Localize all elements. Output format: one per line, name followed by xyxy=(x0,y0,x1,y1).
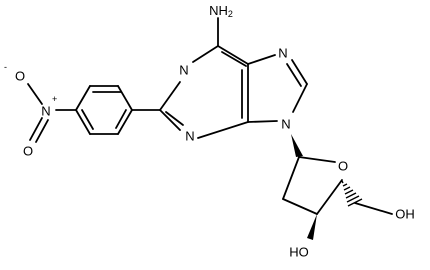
nitro-n-charge: + xyxy=(52,94,57,104)
n9-label: N xyxy=(281,117,290,132)
phenyl-ring xyxy=(55,85,161,135)
wedge-bond-n9 xyxy=(291,134,303,157)
amino-label: NH2 xyxy=(209,3,233,20)
nitro-o-minus-label: O xyxy=(15,69,25,84)
n7-label: N xyxy=(278,46,287,61)
n1-label: N xyxy=(179,63,188,78)
imidazole-ring xyxy=(247,54,308,123)
sugar-ring xyxy=(282,156,343,215)
nitro-o-charge: - xyxy=(4,62,7,72)
hashed-bond-c5 xyxy=(341,180,363,207)
wedge-bond-oh xyxy=(307,214,317,240)
ch2-bond xyxy=(354,202,393,215)
ring-oxygen-label: O xyxy=(338,159,348,174)
nitro-group xyxy=(27,83,49,143)
pyrimidine-ring xyxy=(159,45,249,139)
nitro-o-label: O xyxy=(23,144,33,159)
nitro-n-label: N xyxy=(41,104,50,119)
n3-label: N xyxy=(185,129,194,144)
hydroxyl-right-label: OH xyxy=(395,207,415,222)
hydroxyl-bottom-label: HO xyxy=(289,245,309,260)
